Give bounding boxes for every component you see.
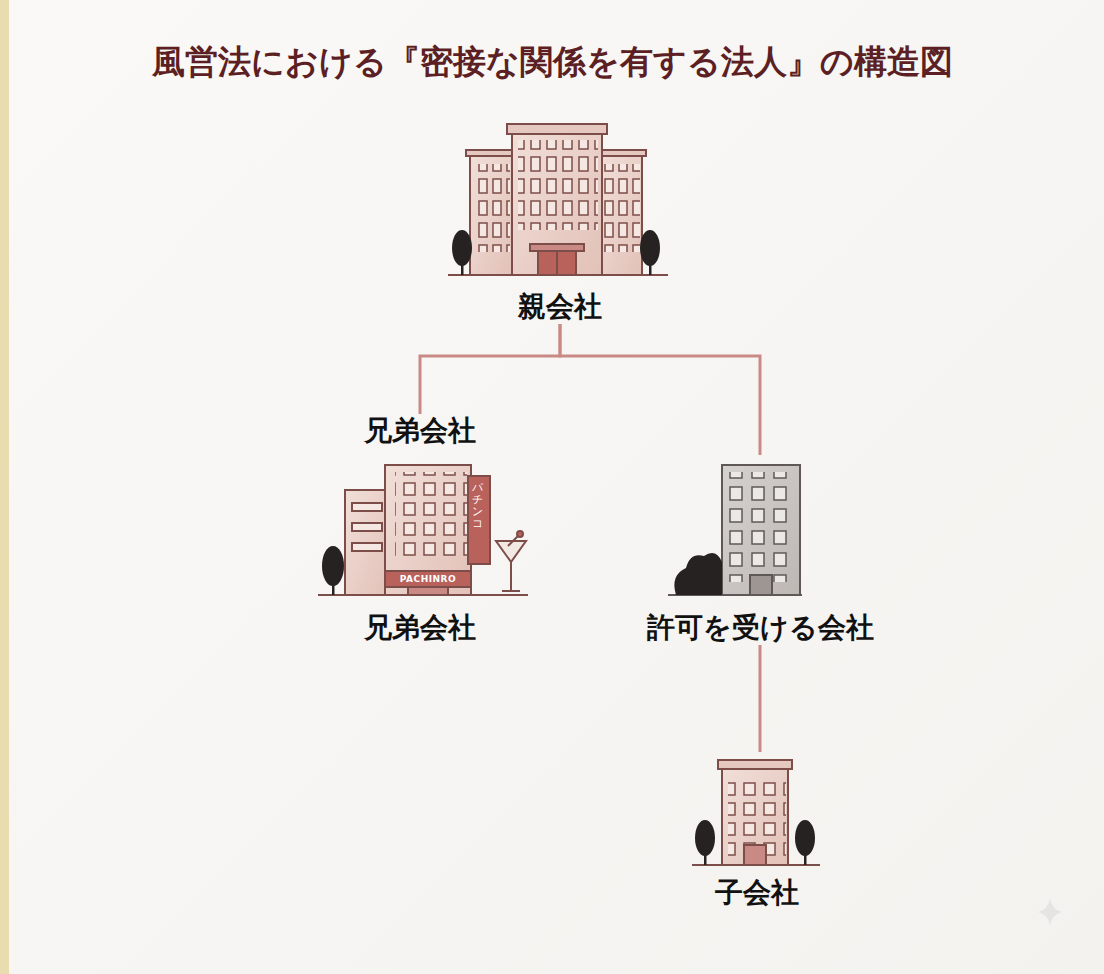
company-node: 子会社	[677, 752, 837, 910]
org-connector	[759, 645, 762, 752]
node-caption: 許可を受ける会社	[647, 611, 874, 645]
company-node: 親会社	[440, 118, 680, 324]
node-caption: 子会社	[715, 876, 799, 910]
node-heading: 兄弟会社	[364, 414, 476, 448]
node-caption: 兄弟会社	[364, 611, 476, 645]
org-connector	[560, 324, 760, 455]
diagram-title: 風営法における『密接な関係を有する法人』の構造図	[0, 40, 1104, 85]
side-stripe	[0, 0, 9, 974]
banner-text: PACHINRO	[388, 574, 468, 584]
sign-text: パチンコ	[472, 482, 483, 530]
node-caption: 親会社	[518, 290, 602, 324]
company-node: 兄弟会社兄弟会社	[310, 414, 530, 645]
company-node: 許可を受ける会社	[620, 455, 900, 645]
org-connector	[420, 324, 560, 414]
